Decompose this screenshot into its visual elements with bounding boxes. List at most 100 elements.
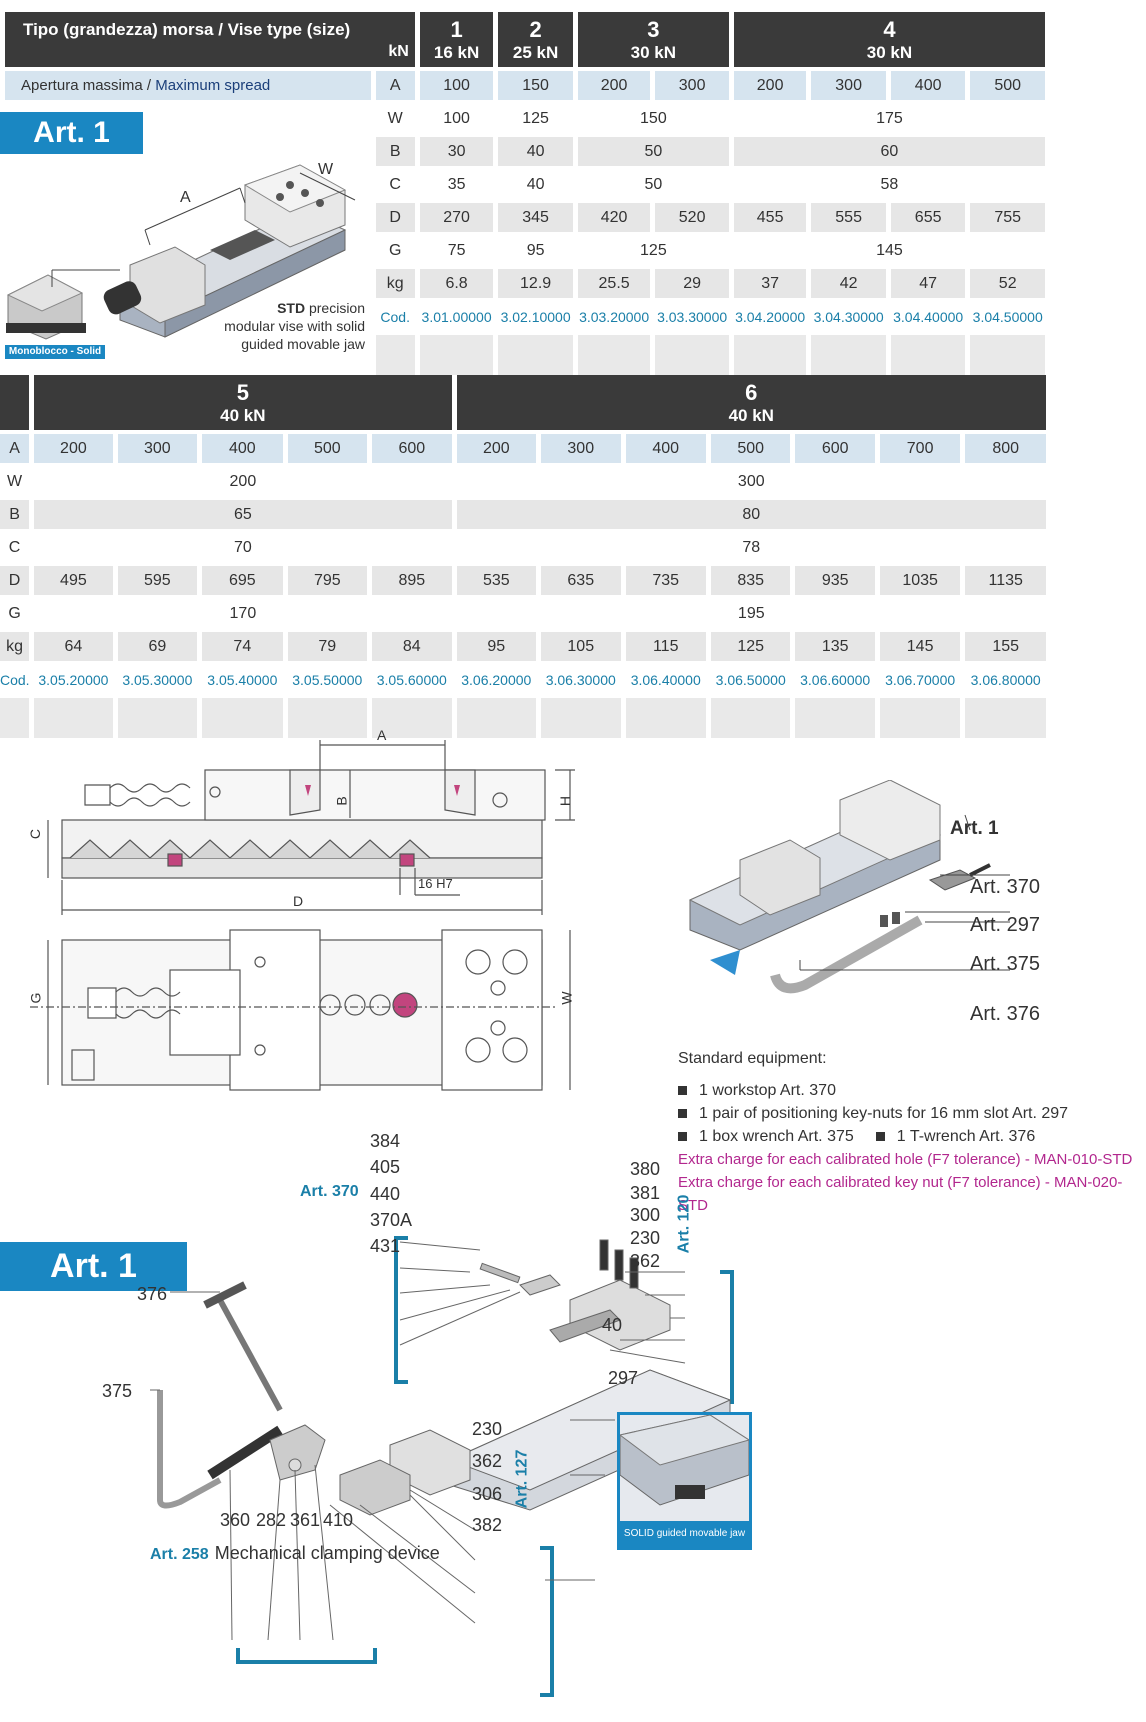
part-376: 376	[137, 1284, 168, 1304]
cell: 3.06.50000	[715, 671, 786, 688]
cell: 895	[372, 566, 452, 595]
dim-W-label: W	[318, 161, 334, 178]
cell: 40	[526, 175, 545, 193]
cell: 420	[577, 203, 651, 232]
drawing-H: H	[557, 795, 574, 807]
cell: 500	[287, 434, 368, 463]
cell	[372, 698, 452, 738]
cell	[498, 335, 573, 375]
cell: 3.03.30000	[657, 308, 728, 325]
part-361: 361	[290, 1510, 321, 1530]
cell: 80	[456, 500, 1046, 529]
part-282: 282	[256, 1510, 287, 1530]
row-label: kg	[375, 269, 415, 298]
row-label: D	[375, 203, 415, 232]
part-362b: 362	[472, 1451, 503, 1471]
cell: 300	[737, 472, 765, 490]
cell: 145	[879, 632, 961, 661]
drawing-G: G	[27, 992, 44, 1004]
cell: 3.02.10000	[500, 308, 571, 325]
part-380: 380	[630, 1159, 661, 1179]
row-G: G 170 195	[0, 599, 1046, 628]
table1-header-label: Tipo (grandezza) morsa / Vise type (size…	[5, 12, 415, 67]
part-360: 360	[220, 1510, 251, 1530]
cell: 3.06.20000	[461, 671, 532, 688]
row-blank	[5, 335, 1045, 375]
spread-label: Apertura massima / Maximum spread	[5, 71, 371, 100]
exploded-art120: Art. 120	[675, 1194, 693, 1254]
cell	[541, 698, 621, 738]
cell: 47	[890, 269, 966, 298]
cell: 700	[879, 434, 961, 463]
cell: 1135	[965, 566, 1046, 595]
dim-A-label: A	[180, 189, 191, 206]
cell: 79	[287, 632, 368, 661]
vise-body	[103, 164, 347, 338]
cell	[419, 335, 494, 375]
cell: 150	[640, 109, 667, 127]
drawing-D: D	[293, 893, 304, 909]
row-W: W 100 125 150 175	[5, 104, 1045, 133]
cell: 300	[655, 71, 729, 100]
cell: 60	[733, 137, 1045, 166]
spec-table-1: Tipo (grandezza) morsa / Vise type (size…	[0, 8, 1050, 379]
equip-art375: Art. 375	[970, 953, 1041, 975]
cell: 95	[526, 241, 545, 259]
cell: 400	[625, 434, 706, 463]
cell: 125	[522, 109, 549, 127]
cell: 1035	[879, 566, 961, 595]
row-C: C 35 40 50 58	[5, 170, 1045, 199]
std-description: STD precision modular vise with solid gu…	[224, 300, 365, 352]
cell: 535	[456, 566, 537, 595]
cell: 300	[117, 434, 198, 463]
cell: 735	[625, 566, 706, 595]
equip-art370: Art. 370	[970, 876, 1041, 898]
exploded-art370: Art. 370	[300, 1183, 359, 1200]
row-label: A	[0, 434, 30, 463]
part-40: 40	[602, 1315, 623, 1335]
row-label: B	[375, 137, 415, 166]
drawing-B: B	[333, 796, 350, 806]
equipment-title: Standard equipment:	[678, 1050, 827, 1067]
cell: 795	[287, 566, 368, 595]
art1-badge-top: Art. 1	[0, 112, 143, 154]
drawing-C: C	[27, 828, 44, 840]
cell: 12.9	[498, 269, 573, 298]
cell: 3.06.60000	[800, 671, 871, 688]
cell: 155	[965, 632, 1046, 661]
row-C: C 70 78	[0, 533, 1046, 562]
cell: 42	[811, 269, 886, 298]
cell: 3.03.20000	[579, 308, 650, 325]
cell: 29	[655, 269, 729, 298]
cell: 115	[625, 632, 706, 661]
cell: 3.05.50000	[292, 671, 363, 688]
equipment-item: 1 workstop Art. 370	[678, 1079, 1138, 1102]
cell: 345	[498, 203, 573, 232]
technical-drawing	[30, 740, 575, 1091]
part-381: 381	[630, 1183, 661, 1203]
cell: 600	[795, 434, 875, 463]
cell: 69	[117, 632, 198, 661]
row-label: C	[8, 538, 21, 556]
cell	[965, 698, 1046, 738]
cell	[375, 335, 415, 375]
cell: 105	[541, 632, 621, 661]
solid-jaw-inset-box: SOLID guided movable jaw	[617, 1412, 752, 1550]
row-label: B	[0, 500, 30, 529]
cell	[34, 698, 113, 738]
cell: 800	[965, 434, 1046, 463]
cell: 695	[202, 566, 283, 595]
row-label: kg	[0, 632, 30, 661]
cell	[202, 698, 283, 738]
part-362: 362	[630, 1251, 661, 1271]
row-blank	[0, 698, 1046, 738]
equip-art297: Art. 297	[970, 914, 1041, 936]
part-297: 297	[608, 1368, 639, 1388]
cell: 3.05.40000	[207, 671, 278, 688]
solid-jaw-inset	[6, 274, 86, 340]
